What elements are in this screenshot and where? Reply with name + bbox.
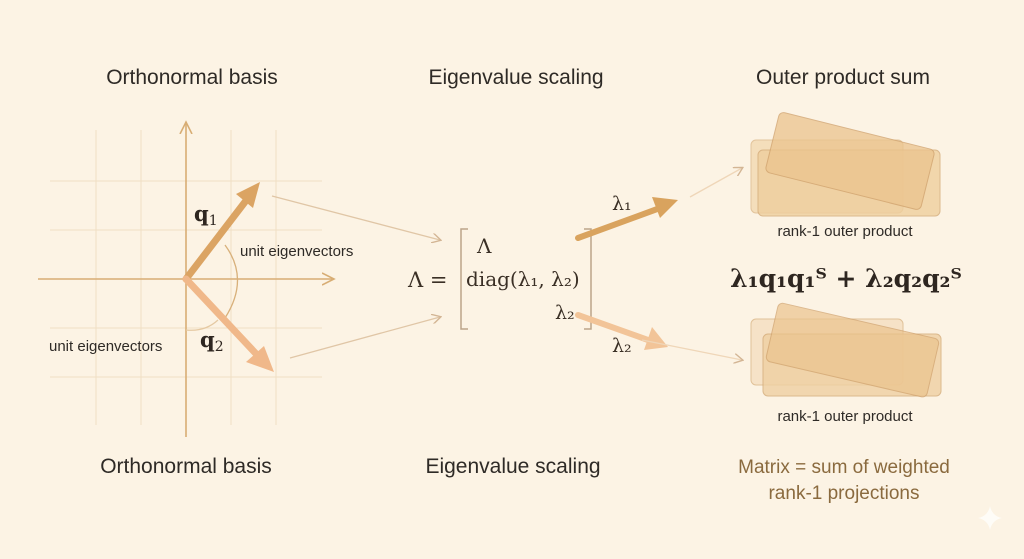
matrix-row-1: Λ <box>476 234 492 258</box>
title-outer-product-sum: Outer product sum <box>756 66 930 89</box>
label-unit-eigenvectors-left: unit eigenvectors <box>49 338 162 355</box>
label-rank1-bottom: rank-1 outer product <box>777 408 913 425</box>
left-bracket <box>460 228 468 330</box>
connector-q1-to-matrix <box>271 195 440 240</box>
right-bracket <box>584 228 592 330</box>
connector-to-bottom-outer <box>641 339 742 360</box>
matrix-row-2: diag(λ₁, λ₂) <box>466 267 580 291</box>
label-lambda2: λ₂ <box>612 335 632 357</box>
matrix-lhs: Λ = <box>407 268 447 292</box>
caption-line-1: Matrix = sum of weighted <box>738 457 950 478</box>
matrix-row-3: λ₂ <box>555 302 575 324</box>
outer-product-top <box>750 112 941 217</box>
angle-arc <box>224 244 239 319</box>
sparkle-icon <box>978 506 1002 530</box>
title-eigenvalue-scaling: Eigenvalue scaling <box>428 66 603 89</box>
angle-arc-small <box>185 319 219 331</box>
label-q1: q1 <box>194 201 218 229</box>
connector-q2-to-matrix <box>289 317 440 359</box>
bottom-title-orthonormal-basis: Orthonormal basis <box>100 455 272 478</box>
vector-q1 <box>182 182 260 283</box>
connector-to-top-outer <box>689 168 742 198</box>
outer-product-formula: λ₁q₁q₁ᵀ + λ₂q₂q₂ᵀ <box>730 264 962 293</box>
label-q2: q2 <box>200 327 224 355</box>
vector-q2 <box>182 275 274 372</box>
label-lambda1: λ₁ <box>612 193 632 215</box>
outer-product-bottom <box>750 302 942 398</box>
caption-line-2: rank-1 projections <box>768 483 919 504</box>
label-rank1-top: rank-1 outer product <box>777 223 913 240</box>
label-unit-eigenvectors-right: unit eigenvectors <box>240 243 353 260</box>
title-orthonormal-basis: Orthonormal basis <box>106 66 278 89</box>
bottom-title-eigenvalue-scaling: Eigenvalue scaling <box>425 455 600 478</box>
scaling-arrow-lambda1 <box>575 197 678 241</box>
